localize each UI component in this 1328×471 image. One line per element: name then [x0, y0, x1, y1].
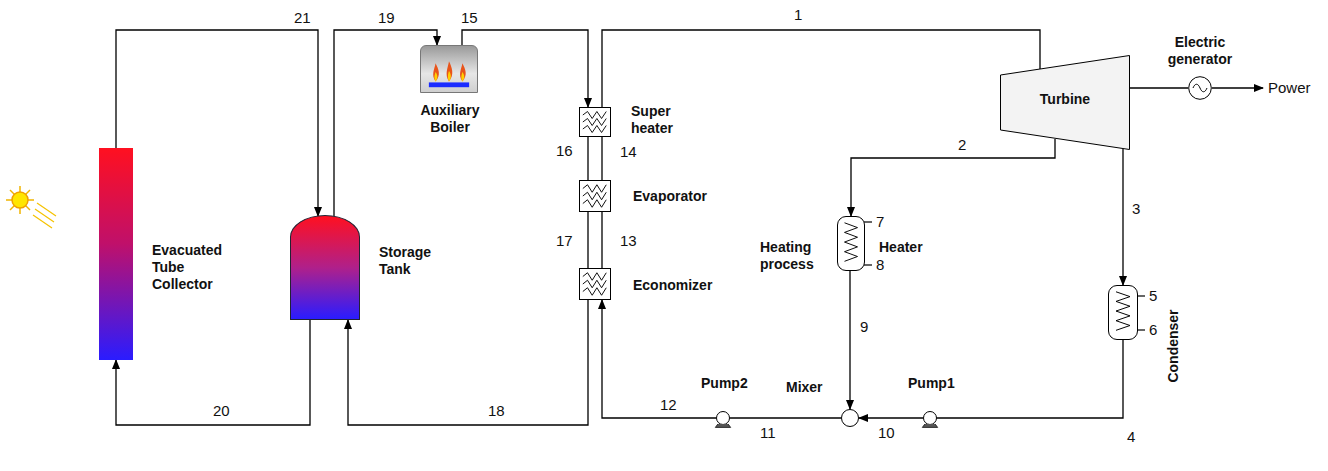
node-label: Heating process [760, 239, 826, 273]
exchanger-coil [580, 269, 610, 299]
heat-coil [838, 217, 864, 270]
flow-line [859, 417, 923, 418]
generator-symbol [1188, 76, 1212, 100]
callout-number: 7 [876, 213, 884, 230]
node-label: Economizer [633, 277, 712, 294]
node-label: Turbine [1000, 91, 1130, 108]
node-label: Evaporator [633, 188, 707, 205]
node-label: Auxiliary Boiler [413, 102, 487, 136]
storage-tank: Storage Tank [290, 215, 360, 320]
callout-number: 18 [488, 402, 505, 419]
turbine: Turbine [1000, 55, 1130, 150]
flow-line [602, 30, 1040, 107]
flow-line [602, 300, 716, 418]
callout-number: 17 [556, 232, 573, 249]
heat-coil [1109, 286, 1137, 339]
power-arrow [1212, 88, 1263, 89]
pump-base [717, 412, 729, 424]
node-label: Super heater [631, 103, 687, 137]
callout-number: 3 [1132, 200, 1140, 217]
flow-line [937, 340, 1123, 418]
node-label: Pump2 [701, 375, 748, 392]
flow-line [601, 212, 602, 268]
mixer-symbol: Mixer [841, 409, 859, 427]
callout-number: 13 [620, 232, 637, 249]
electric-generator: Electric generator [1188, 76, 1212, 100]
port-stubs [858, 222, 1145, 330]
flow-line [1130, 87, 1188, 88]
condenser-box: Condenser [1108, 285, 1138, 340]
callout-number: 11 [760, 424, 776, 441]
callout-number: 10 [878, 424, 895, 441]
node-label: Evacuated Tube Collector [152, 242, 230, 293]
economizer-box: Economizer [579, 268, 611, 300]
pump-symbol: Pump1 [923, 411, 937, 425]
callout-number: 6 [1149, 321, 1157, 338]
callout-number: 5 [1149, 287, 1157, 304]
node-label: Heater [879, 239, 923, 256]
flow-line [1122, 149, 1123, 285]
pump-symbol: Pump2 [716, 411, 730, 425]
superheater-box: Super heater [579, 107, 611, 137]
callout-number: Power [1268, 79, 1311, 96]
node-label: Electric generator [1160, 34, 1240, 68]
pump-base [924, 412, 936, 424]
callout-number: 1 [794, 6, 802, 23]
heater-box: Heating processHeater [837, 216, 865, 271]
sun-symbol [6, 186, 56, 228]
node-label: Pump1 [908, 375, 955, 392]
callout-number: 14 [620, 143, 637, 160]
callout-number: 19 [378, 9, 395, 26]
callout-number: 15 [461, 9, 478, 26]
callout-number: 9 [860, 318, 868, 335]
evaporator-box: Evaporator [579, 180, 611, 212]
collector-tube: Evacuated Tube Collector [99, 148, 133, 360]
flow-line [116, 320, 310, 425]
callout-number: 12 [660, 396, 677, 413]
flow-line [462, 30, 588, 107]
callout-number: 21 [294, 9, 311, 26]
exchanger-coil [580, 181, 610, 211]
callout-number: 20 [213, 402, 230, 419]
exchanger-coil [580, 108, 610, 136]
node-label: Condenser [1165, 309, 1182, 382]
callout-number: 16 [556, 142, 573, 159]
node-label: Storage Tank [379, 244, 443, 278]
flow-line [601, 137, 602, 180]
flow-line [587, 137, 588, 180]
node-label: Mixer [786, 379, 823, 396]
flow-line [348, 300, 588, 425]
callout-number: 8 [876, 256, 884, 273]
flame-symbol [421, 46, 477, 92]
flow-line [116, 30, 318, 216]
flow-line [851, 139, 1055, 216]
flow-line [587, 212, 588, 268]
flow-line [730, 417, 841, 418]
flow-line [849, 271, 850, 409]
callout-number: 4 [1127, 428, 1135, 445]
callout-number: 2 [958, 136, 966, 153]
auxiliary-boiler: Auxiliary Boiler [420, 45, 478, 93]
